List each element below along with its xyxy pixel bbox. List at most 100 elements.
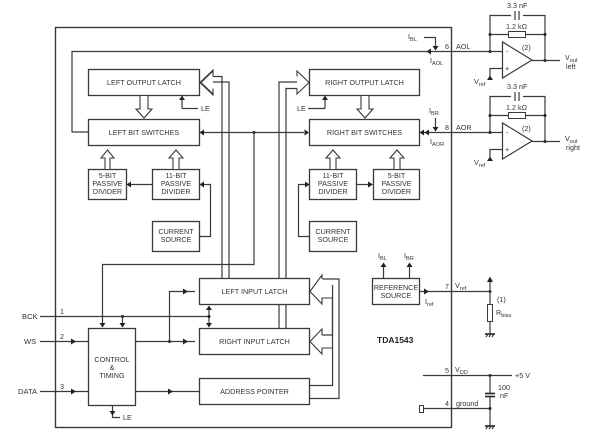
- ground-terminal: [419, 405, 424, 413]
- i-bl-top-label: IBL: [408, 32, 417, 43]
- aol-label: AOL: [456, 42, 470, 51]
- left-data-bus-inner: [213, 81, 230, 278]
- control-timing-block: [87, 327, 137, 407]
- vout-right-line2: right: [566, 143, 580, 152]
- right-11bit-bus: [324, 149, 342, 169]
- vout-right-label: Vout: [565, 134, 578, 145]
- left-output-latch-bus-arrow: [200, 69, 214, 96]
- chip-boundary: [54, 26, 453, 429]
- data-arrow: [71, 388, 76, 395]
- ground-node: [488, 407, 492, 410]
- right-current-source-line2: SOURCE: [318, 235, 349, 244]
- cap-right-label: 3.3 nF: [507, 82, 528, 91]
- ground-symbol-rbias: [485, 333, 495, 338]
- right-latch-to-switches-bus: [355, 96, 375, 119]
- address-pointer-label: ADDRESS POINTER: [220, 387, 289, 396]
- i-br-ref-arrow: [406, 262, 413, 267]
- le-right-label: LE: [297, 104, 306, 113]
- control-input-arrow: [99, 323, 106, 328]
- right-bit-switches-label: RIGHT BIT SWITCHES: [327, 128, 402, 137]
- vref-up-arrow: [487, 276, 493, 282]
- i-aol-label: IAOL: [430, 56, 443, 67]
- res-left-label: 1.2 kΩ: [506, 22, 528, 31]
- left-5bit-line1: 5-BIT: [99, 171, 117, 180]
- pin-7-number: 7: [445, 282, 449, 291]
- left-current-arrow: [199, 181, 204, 188]
- opamp-right: [487, 92, 560, 161]
- aol-feedback-wire: [71, 50, 440, 133]
- left-bit-switches-label: LEFT BIT SWITCHES: [109, 128, 180, 137]
- right-input-latch-bus-arrow: [309, 327, 334, 386]
- left-11bit-line2: PASSIVE: [161, 179, 191, 188]
- left-input-latch-label: LEFT INPUT LATCH: [222, 287, 288, 296]
- supply-label: +5 V: [515, 371, 530, 380]
- control-timing-line3: TIMING: [99, 371, 125, 380]
- right-5bit-bus: [388, 149, 406, 169]
- i-br-top-arrow: [432, 127, 439, 132]
- ws-arrow: [71, 338, 76, 345]
- i-br-top-label: IBR: [429, 106, 439, 117]
- addr-bus-outer2: [309, 278, 340, 400]
- left-5bit-bus: [99, 149, 116, 169]
- vref-left-label: Vref: [474, 77, 486, 88]
- right-switch-control-arrow: [304, 129, 309, 136]
- ground-symbol-main: [485, 425, 495, 430]
- vout-left-line2: left: [566, 62, 576, 71]
- bck-right-latch-arrow: [206, 323, 212, 328]
- control-timing-line1: CONTROL: [94, 355, 129, 364]
- le-left-label: LE: [201, 104, 210, 113]
- right-current-wire: [297, 183, 310, 238]
- decap-label-1: 100: [498, 383, 510, 392]
- right-11bit-line1: 11-BIT: [322, 171, 344, 180]
- left-current-source: [151, 220, 201, 253]
- left-5bit-line2: PASSIVE: [92, 179, 122, 188]
- right-output-latch: [308, 68, 421, 97]
- left-latch-to-switches-bus: [134, 96, 154, 119]
- vref-right-label: Vref: [474, 158, 486, 169]
- left-current-source-line2: SOURCE: [161, 235, 192, 244]
- bck-label: BCK: [22, 312, 38, 321]
- right-11bit-line2: PASSIVE: [318, 179, 348, 188]
- pin-1-number: 1: [60, 307, 64, 316]
- le-right-arrow: [322, 95, 328, 100]
- vout-left-label: Vout: [565, 53, 578, 64]
- pin-5-number: 5: [445, 366, 449, 375]
- ws-left-latch-arrow: [183, 288, 188, 295]
- left-output-latch: [87, 68, 201, 97]
- left-data-bus-outer: [213, 75, 223, 278]
- data-addr-arrow: [168, 388, 173, 395]
- right-output-latch-bus-arrow: [296, 69, 310, 96]
- right-5bit-line2: PASSIVE: [381, 179, 411, 188]
- pin-8-number: 8: [445, 123, 449, 132]
- iref-label: Iref: [425, 297, 434, 308]
- left-input-latch: [198, 277, 311, 306]
- right-current-arrow: [305, 181, 310, 188]
- address-pointer: [198, 377, 311, 406]
- ground-label: ground: [456, 399, 478, 408]
- pin-2-number: 2: [60, 332, 64, 341]
- aor-label: AOR: [456, 123, 472, 132]
- reference-source-line1: REFERENCE: [374, 283, 419, 292]
- opamp-left: [487, 11, 560, 80]
- opamp-right-minus: -: [506, 128, 509, 137]
- opamp-left-note: (2): [522, 43, 531, 52]
- right-11-to-5-arrow: [368, 181, 373, 188]
- left-current-wire: [199, 183, 212, 238]
- right-input-latch: [198, 327, 311, 356]
- left-11bit-line3: DIVIDER: [161, 187, 190, 196]
- le-control-label: LE: [123, 413, 132, 422]
- aol-arrow: [426, 48, 431, 55]
- opamp-right-plus: +: [505, 145, 509, 154]
- reference-source-line2: SOURCE: [381, 291, 412, 300]
- aor-arrow: [424, 129, 429, 136]
- bck-control-arrow: [119, 323, 126, 328]
- opamp-left-plus: +: [505, 64, 509, 73]
- res-right-label: 1.2 kΩ: [506, 103, 528, 112]
- right-data-bus-inner: [285, 87, 297, 278]
- pin-6-number: 6: [445, 42, 449, 51]
- right-5bit-line1: 5-BIT: [388, 171, 406, 180]
- vdd-label: VDD: [455, 365, 468, 376]
- right-5bit-line3: DIVIDER: [382, 187, 411, 196]
- pin-4-number: 4: [445, 399, 449, 408]
